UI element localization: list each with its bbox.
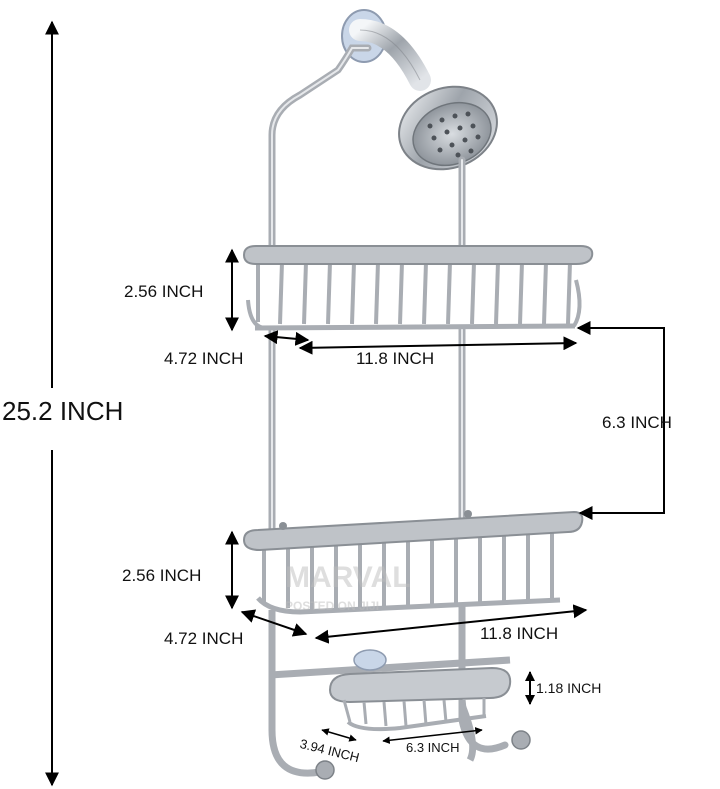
top-basket-depth-label: 4.72 INCH: [164, 349, 244, 368]
middle-basket: [242, 510, 585, 615]
top-basket-height-label: 2.56 INCH: [124, 282, 204, 301]
watermark-logo: MARVAL: [285, 561, 411, 594]
mid-basket-width-label: 11.8 INCH: [480, 624, 559, 643]
basket-spacing-label: 6.3 INCH: [602, 413, 672, 432]
soap-dish: [269, 649, 512, 732]
mid-basket-height-label: 2.56 INCH: [122, 566, 202, 585]
middle-basket-wires: [262, 526, 554, 611]
soap-dish-height-label: 1.18 INCH: [536, 680, 602, 696]
shower-head: [341, 9, 498, 171]
total-height-label: 25.2 INCH: [2, 396, 124, 426]
dimension-arrows: [45, 20, 665, 787]
top-basket-wires: [256, 261, 572, 325]
top-basket-width-arrow: [298, 336, 578, 355]
soap-dish-width-label: 6.3 INCH: [406, 740, 460, 755]
soap-dish-depth-arrow: [321, 728, 357, 742]
soap-dish-width-arrow: [382, 727, 483, 744]
mid-basket-depth-arrow: [240, 609, 308, 637]
top-basket-width-label: 11.8 INCH: [356, 349, 435, 368]
mid-basket-width-arrow: [314, 604, 588, 644]
mid-basket-depth-label: 4.72 INCH: [164, 629, 244, 648]
watermark-subtitle: POSTED ON JIJI: [285, 599, 379, 613]
top-basket: [240, 245, 594, 331]
spacing-arrow: [576, 321, 665, 520]
